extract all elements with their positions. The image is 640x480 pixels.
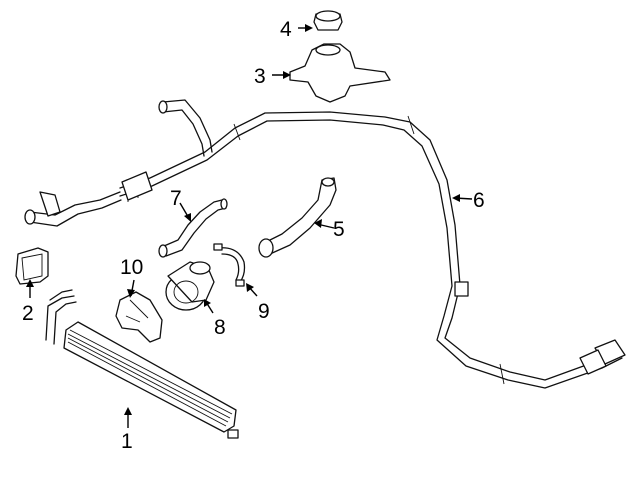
- callout-4-label: 4: [280, 18, 292, 41]
- part-8-water-pump: [165, 261, 215, 311]
- part-2-mount: [15, 247, 49, 285]
- callout-8-label: 8: [214, 316, 226, 339]
- callout-6-label: 6: [473, 189, 485, 212]
- part-10-bracket: [115, 291, 163, 343]
- part-9-clamp: [213, 243, 246, 287]
- part-1-oil-cooler: [45, 289, 239, 439]
- part-7-hose: [158, 198, 228, 258]
- callout-5-label: 5: [333, 218, 345, 241]
- callout-labels: 4 3 5 6 7 10 2 8 9 1: [22, 18, 485, 453]
- callout-1-label: 1: [121, 430, 133, 453]
- part-4-cap: [313, 10, 343, 31]
- callout-leaders: [26, 24, 473, 428]
- part-3-expansion-tank: [289, 43, 391, 103]
- part-5-hose: [258, 177, 337, 258]
- upper-hose: [24, 99, 213, 227]
- callout-7-label: 7: [170, 187, 182, 210]
- callout-2-label: 2: [22, 302, 34, 325]
- callout-10-label: 10: [120, 256, 143, 279]
- part-6-pipe: [119, 111, 626, 389]
- callout-9-label: 9: [258, 300, 270, 323]
- callout-3-label: 3: [254, 65, 266, 88]
